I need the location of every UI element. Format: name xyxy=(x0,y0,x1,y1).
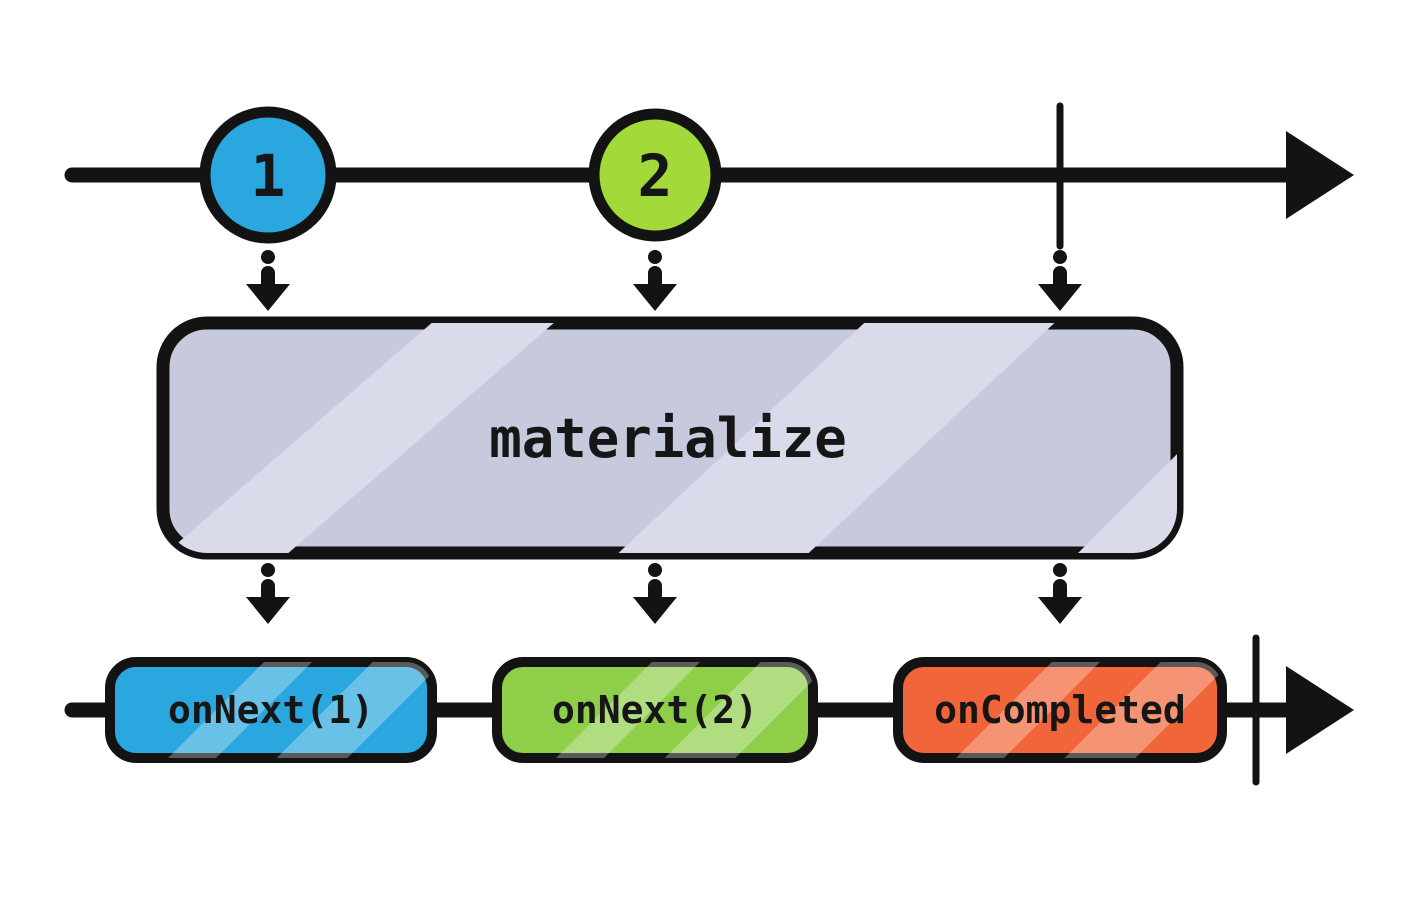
notification-onnext-1-rect xyxy=(105,657,437,763)
source-timeline-arrowhead-icon xyxy=(1286,131,1354,219)
notification-onnext-2-rect xyxy=(492,657,818,763)
marble-1-label: 1 xyxy=(251,142,286,210)
down-arrow-icon xyxy=(246,563,290,624)
arrow-head xyxy=(633,597,677,624)
input-arrows xyxy=(246,250,1082,311)
arrow-head xyxy=(1038,597,1082,624)
notification-onnext-2-shine xyxy=(525,662,813,758)
operator-label: materialize xyxy=(489,407,847,470)
marble-1-circle xyxy=(199,106,337,244)
source-timeline: 1 2 xyxy=(64,102,1354,250)
arrow-dot xyxy=(1053,250,1067,264)
notification-oncompleted-label: onCompleted xyxy=(934,688,1186,732)
arrow-head xyxy=(1038,284,1082,311)
marble-2-label: 2 xyxy=(638,142,673,210)
arrow-dot xyxy=(648,250,662,264)
arrow-dot xyxy=(261,563,275,577)
down-arrow-icon xyxy=(246,250,290,311)
arrow-dot xyxy=(261,250,275,264)
notification-onnext-2: onNext(2) xyxy=(492,657,818,763)
marble-2: 2 xyxy=(588,108,722,242)
notification-oncompleted-shine xyxy=(925,662,1222,758)
operator-box-shine xyxy=(163,323,1177,553)
arrow-head xyxy=(633,284,677,311)
output-arrows xyxy=(246,563,1082,624)
notification-onnext-1-label: onNext(1) xyxy=(168,688,374,732)
arrow-head xyxy=(246,597,290,624)
marble-2-circle xyxy=(588,108,722,242)
notification-oncompleted: onCompleted xyxy=(893,657,1227,763)
output-timeline: onNext(1) onNext(2) onCompleted xyxy=(64,634,1354,786)
arrow-head xyxy=(246,284,290,311)
arrow-dot xyxy=(1053,563,1067,577)
operator-box: materialize xyxy=(156,316,1184,560)
down-arrow-icon xyxy=(633,250,677,311)
notification-onnext-1: onNext(1) xyxy=(105,657,437,763)
notification-onnext-2-label: onNext(2) xyxy=(552,688,758,732)
notification-oncompleted-rect xyxy=(893,657,1227,763)
down-arrow-icon xyxy=(1038,563,1082,624)
down-arrow-icon xyxy=(633,563,677,624)
marble-1: 1 xyxy=(199,106,337,244)
output-timeline-arrowhead-icon xyxy=(1286,666,1354,754)
arrow-dot xyxy=(648,563,662,577)
notification-onnext-1-shine xyxy=(137,662,432,758)
down-arrow-icon xyxy=(1038,250,1082,311)
